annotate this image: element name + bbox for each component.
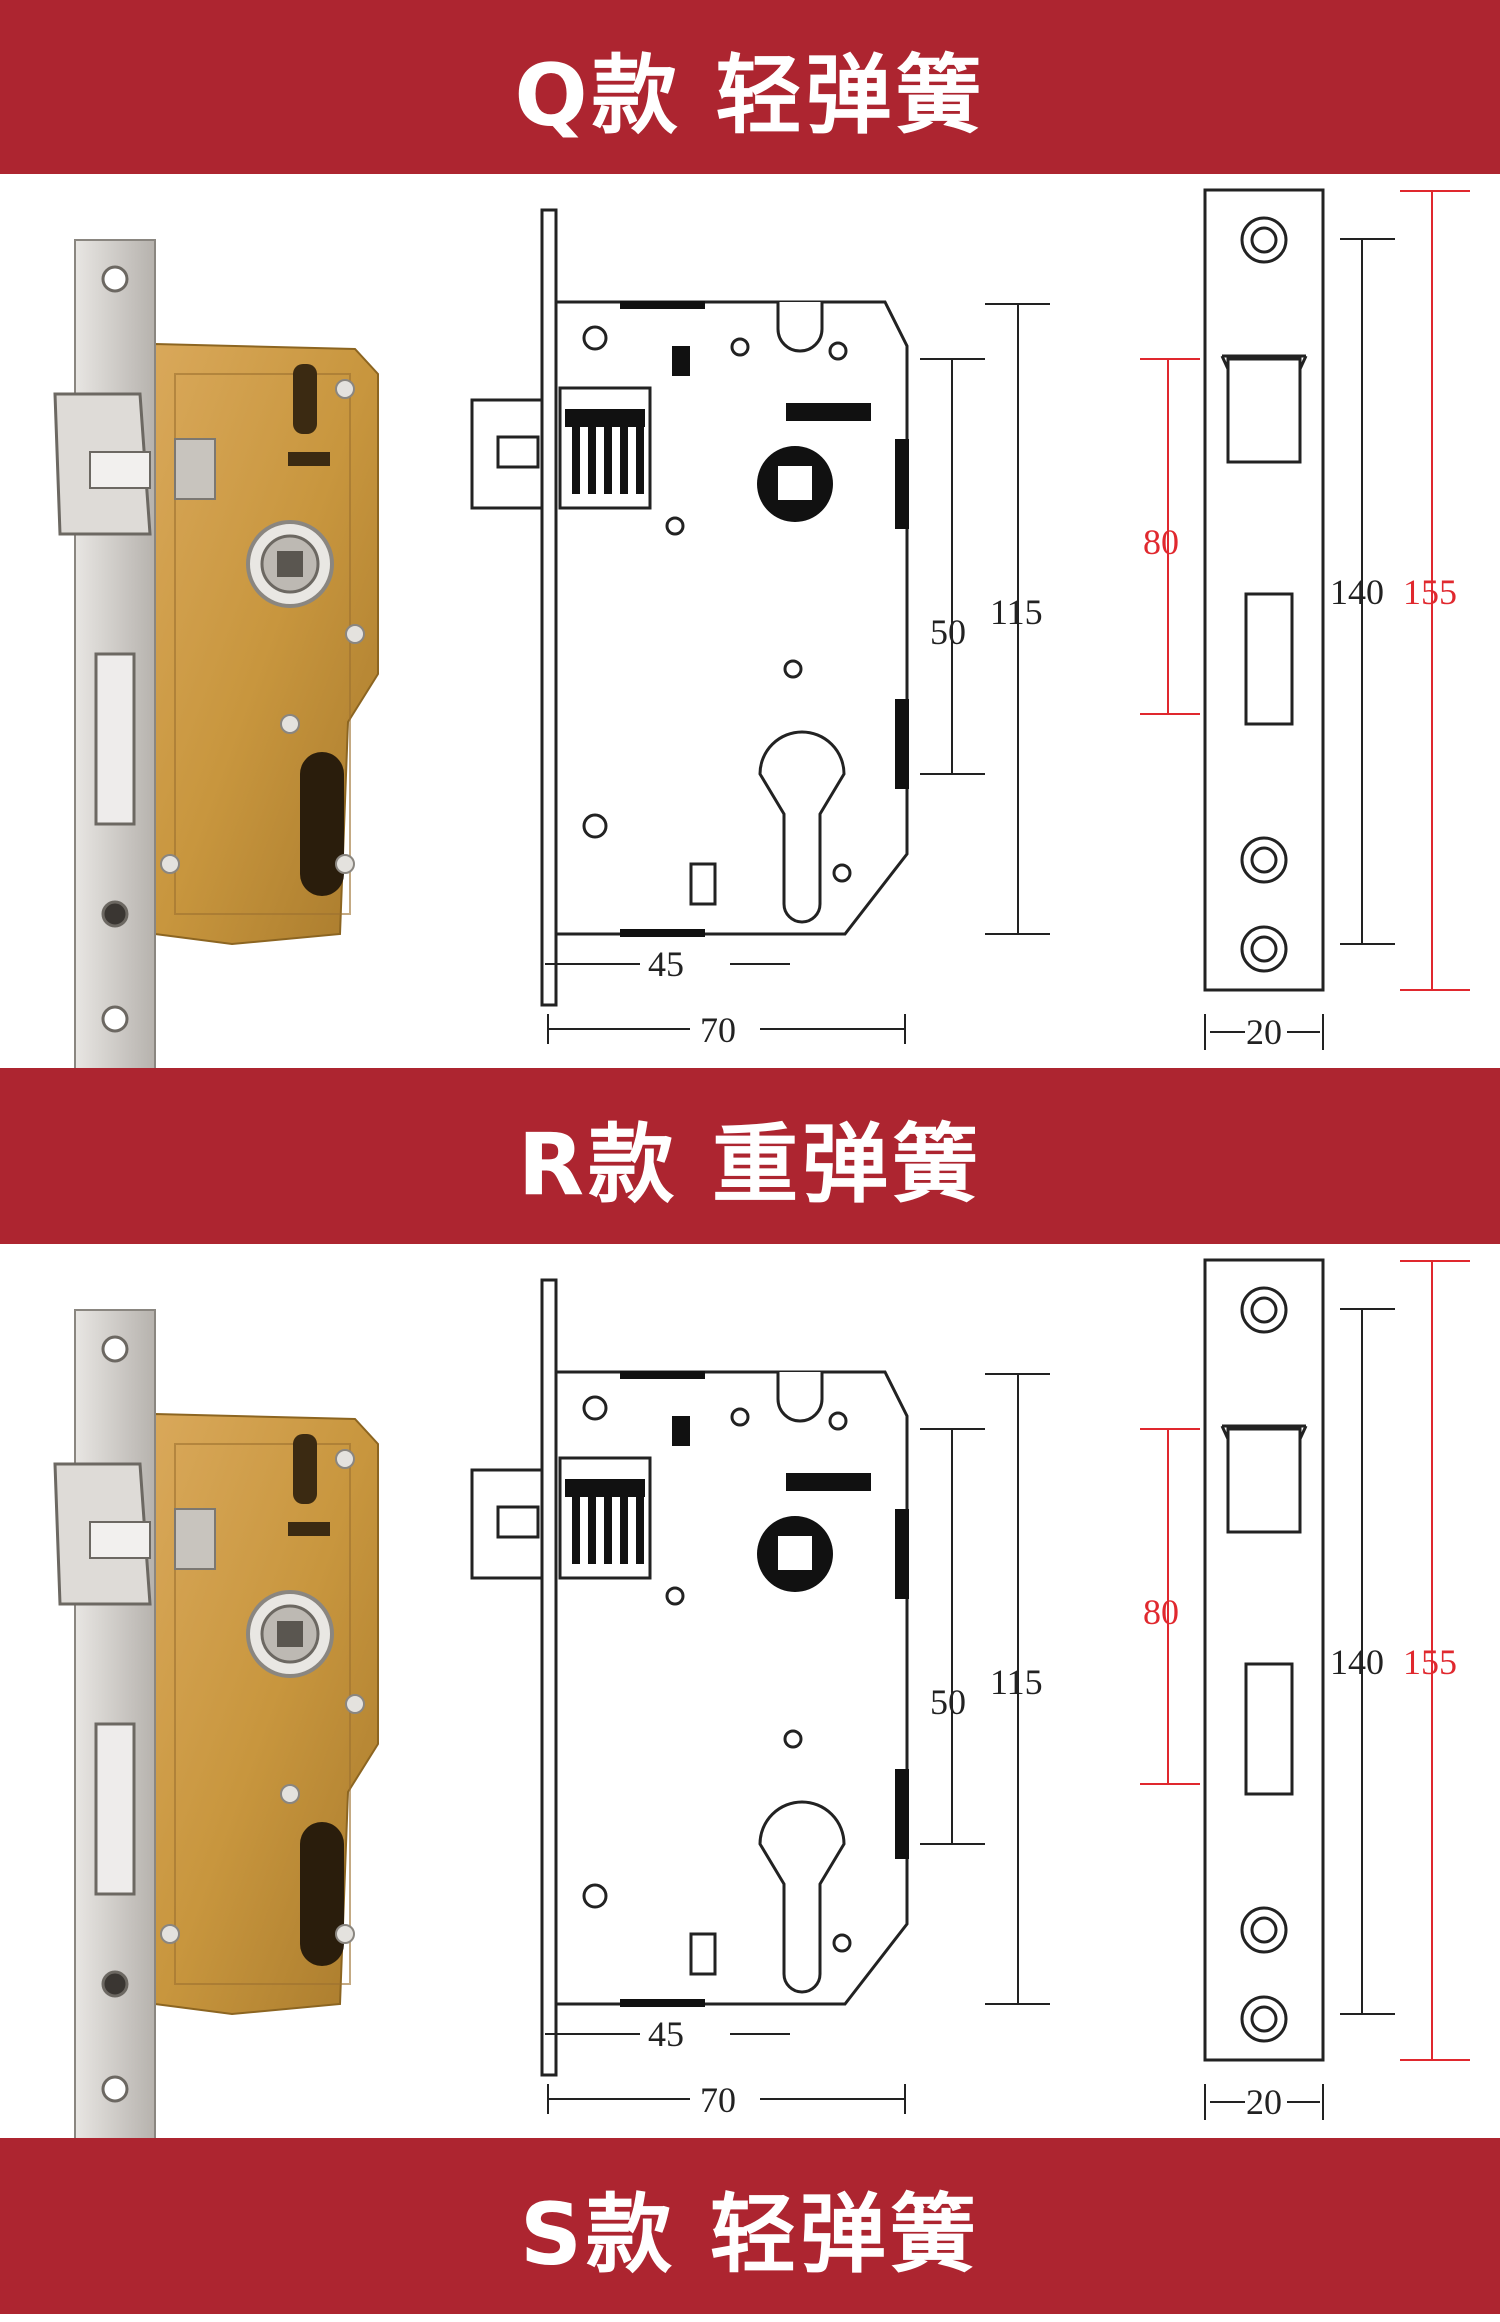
faceplate-dimension-lines: [1140, 1260, 1470, 2120]
dim-hole-pitch-label: 140: [1330, 1642, 1384, 1682]
dim-body-height-label: 115: [990, 1662, 1043, 1702]
faceplate-dimension-lines: [1140, 190, 1470, 1050]
lock-spec-section-q: 45 70 50 115 80 140: [0, 174, 1500, 1121]
dim-faceplate-width-label: 20: [1246, 2082, 1282, 2122]
lock-photo: [53, 239, 379, 1121]
dim-handle-cylinder-label: 50: [930, 612, 966, 652]
dim-strike-label: 80: [1143, 1592, 1179, 1632]
banner-r-heavy-spring: R款 重弹簧: [0, 1068, 1500, 1244]
lock-body-drawing: [470, 208, 909, 1007]
lock-spec-section-r: 45 70 50 115 80 140 15: [0, 1244, 1500, 2191]
banner-q-light-spring: Q款 轻弹簧: [0, 0, 1500, 174]
dim-faceplate-length-label: 155: [1403, 572, 1457, 612]
dim-body-width-label: 70: [700, 2080, 736, 2120]
dim-body-width-label: 70: [700, 1010, 736, 1050]
dim-handle-cylinder-label: 50: [930, 1682, 966, 1722]
dim-strike-label: 80: [1143, 522, 1179, 562]
faceplate-drawing: [1203, 188, 1325, 992]
faceplate-drawing: [1203, 1258, 1325, 2062]
dim-faceplate-length-label: 155: [1403, 1642, 1457, 1682]
dim-faceplate-width-label: 20: [1246, 1012, 1282, 1052]
dim-backset-label: 45: [648, 944, 684, 984]
lock-photo: [53, 1309, 379, 2191]
banner-s-light-spring: S款 轻弹簧: [0, 2138, 1500, 2314]
dimension-lines: [545, 1373, 1050, 2114]
dim-body-height-label: 115: [990, 592, 1043, 632]
dim-backset-label: 45: [648, 2014, 684, 2054]
lock-body-drawing: [470, 1278, 909, 2077]
dim-hole-pitch-label: 140: [1330, 572, 1384, 612]
dimension-lines: [545, 303, 1050, 1044]
